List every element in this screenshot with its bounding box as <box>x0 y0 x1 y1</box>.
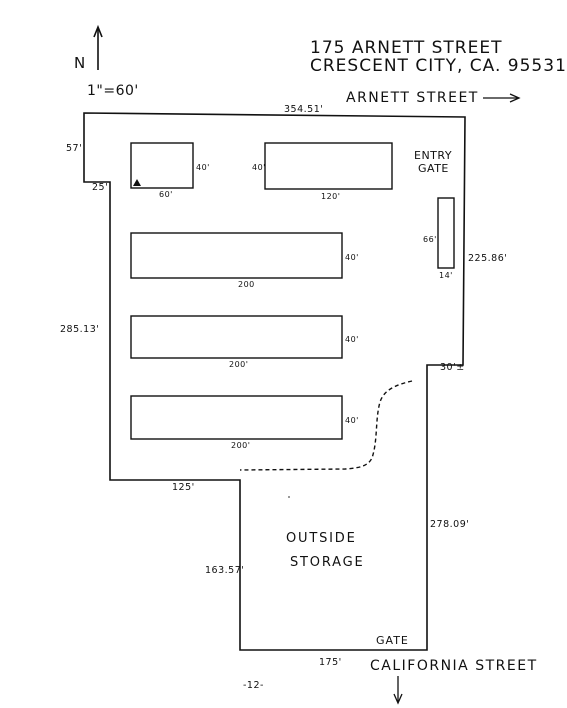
building-row-1-width: 200 <box>238 280 255 289</box>
building-top-right <box>264 142 393 190</box>
property-boundary <box>83 112 466 651</box>
gate-label: GATE <box>376 634 409 647</box>
building-row-3-height: 40' <box>345 416 359 425</box>
california-street-label: CALIFORNIA STREET <box>370 658 538 674</box>
outside-storage-label-line2: STORAGE <box>290 555 365 570</box>
scale-label: 1"=60' <box>87 83 139 99</box>
dimension-left-top: 57' <box>66 143 83 154</box>
small-building <box>130 142 194 189</box>
arnett-street-label: ARNETT STREET <box>346 90 479 106</box>
gate-building <box>437 197 455 269</box>
dimension-left-side: 285.13' <box>60 324 100 335</box>
dimension-top: 354.51' <box>284 104 324 115</box>
address-line-2: CRESCENT CITY, CA. 95531 <box>310 56 567 76</box>
building-row-3 <box>130 395 343 440</box>
address-line-1: 175 ARNETT STREET <box>310 38 503 58</box>
page-number: -12- <box>243 680 264 691</box>
triangle-marker-icon <box>133 179 141 186</box>
building-row-2-width: 200' <box>229 360 249 369</box>
dimension-storage-left: 163.57' <box>205 565 245 576</box>
building-row-2 <box>130 315 343 359</box>
north-label: N <box>74 54 86 72</box>
dimension-right-corner: 30'± <box>440 362 465 373</box>
site-plan: N 1"=60' 175 ARNETT STREET CRESCENT CITY… <box>60 24 566 705</box>
california-street-arrow-icon <box>393 676 403 705</box>
small-building-width: 60' <box>159 190 173 199</box>
building-top-right-width: 120' <box>321 192 341 201</box>
building-row-1-height: 40' <box>345 253 359 262</box>
dimension-left-notch: 25' <box>92 182 109 193</box>
building-row-3-width: 200' <box>231 441 251 450</box>
building-row-2-height: 40' <box>345 335 359 344</box>
dimension-storage-right: 278.09' <box>430 519 470 530</box>
arnett-street-arrow-icon <box>483 93 521 103</box>
entry-gate-label-line1: ENTRY <box>414 149 453 162</box>
outside-storage-label-line1: OUTSIDE <box>286 531 357 546</box>
gate-building-width: 14' <box>439 271 453 280</box>
dimension-mid-bottom: 125' <box>172 482 195 493</box>
dimension-right-side: 225.86' <box>468 253 508 264</box>
building-top-right-height: 40' <box>252 163 266 172</box>
small-building-height: 40' <box>196 163 210 172</box>
dimension-bottom: 175' <box>319 657 342 668</box>
gate-building-height: 66' <box>423 235 437 244</box>
dashed-fence <box>239 380 413 471</box>
building-row-1 <box>130 232 343 279</box>
site-plan-drawing <box>83 24 521 705</box>
north-arrow-icon <box>93 24 103 70</box>
entry-gate-label-line2: GATE <box>418 162 449 175</box>
